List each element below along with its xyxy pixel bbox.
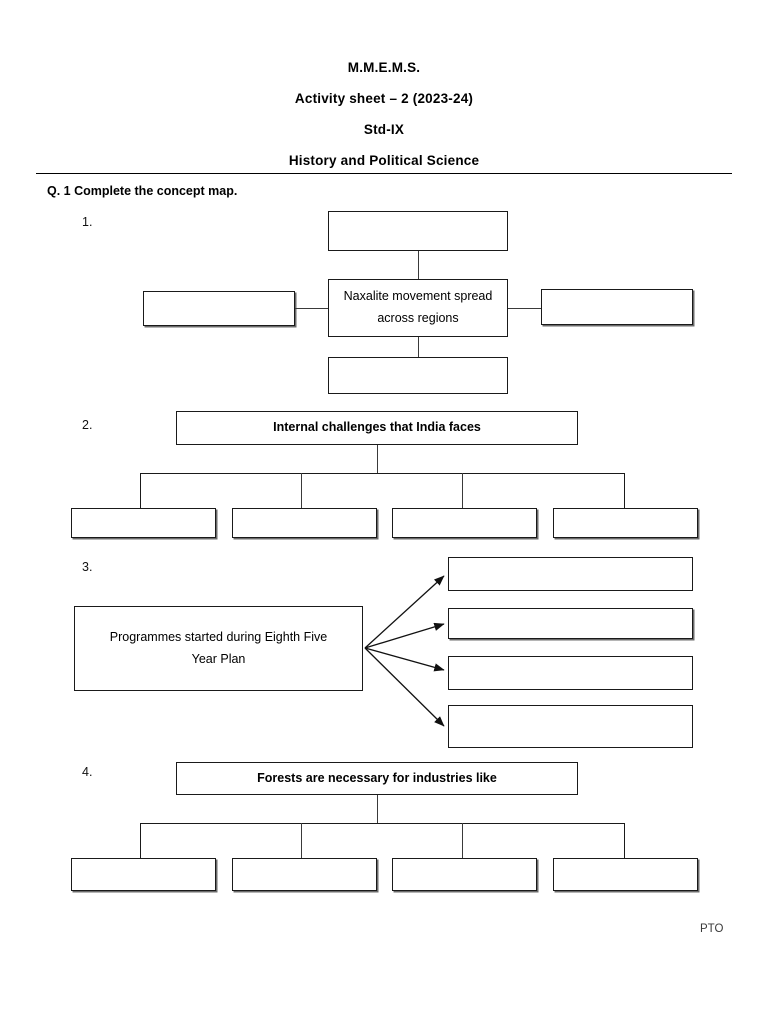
activity-sheet-title: Activity sheet – 2 (2023-24) (294, 91, 474, 106)
map-2-drop-2 (301, 473, 302, 508)
subject-title: History and Political Science (288, 153, 480, 168)
map-3-blank-4[interactable] (448, 705, 693, 748)
map-1-connector-top (418, 251, 419, 279)
map-3-number: 3. (82, 560, 93, 574)
map-3-arrow-2 (364, 622, 445, 649)
map-4-blank-1[interactable] (71, 858, 216, 891)
school-name: M.M.E.M.S. (347, 60, 421, 75)
map-3-arrow-4 (364, 647, 445, 727)
map-4-blank-2[interactable] (232, 858, 377, 891)
map-4-root-stem (377, 795, 378, 823)
map-4-bus (140, 823, 625, 858)
map-1-connector-left (295, 308, 328, 309)
map-3-source-label: Programmes started during Eighth Five Ye… (74, 606, 363, 691)
map-4-number: 4. (82, 765, 93, 779)
map-1-connector-right (508, 308, 541, 309)
map-2-blank-3[interactable] (392, 508, 537, 538)
map-2-blank-4[interactable] (553, 508, 698, 538)
map-4-blank-3[interactable] (392, 858, 537, 891)
pto-footer: PTO (700, 923, 724, 935)
map-2-number: 2. (82, 418, 93, 432)
map-1-number: 1. (82, 215, 93, 229)
map-2-root-label: Internal challenges that India faces (176, 411, 578, 445)
map-3-arrow-3 (364, 647, 445, 672)
map-1-center-label: Naxalite movement spread across regions (328, 279, 508, 337)
map-4-drop-2 (301, 823, 302, 858)
map-2-blank-1[interactable] (71, 508, 216, 538)
map-1-blank-right[interactable] (541, 289, 693, 325)
map-2-blank-2[interactable] (232, 508, 377, 538)
standard-label: Std-IX (363, 122, 405, 137)
map-3-blank-3[interactable] (448, 656, 693, 690)
map-3-blank-2[interactable] (448, 608, 693, 639)
map-1-blank-left[interactable] (143, 291, 295, 326)
map-2-root-stem (377, 445, 378, 473)
question-prompt: Q. 1 Complete the concept map. (47, 184, 238, 198)
map-3-blank-1[interactable] (448, 557, 693, 591)
map-4-blank-4[interactable] (553, 858, 698, 891)
map-4-drop-3 (462, 823, 463, 858)
map-2-drop-3 (462, 473, 463, 508)
map-2-bus (140, 473, 625, 508)
map-1-connector-bottom (418, 337, 419, 357)
map-4-root-label: Forests are necessary for industries lik… (176, 762, 578, 795)
header-divider (36, 173, 732, 174)
map-1-blank-bottom[interactable] (328, 357, 508, 394)
map-1-blank-top[interactable] (328, 211, 508, 251)
map-3-arrow-1 (364, 575, 445, 649)
